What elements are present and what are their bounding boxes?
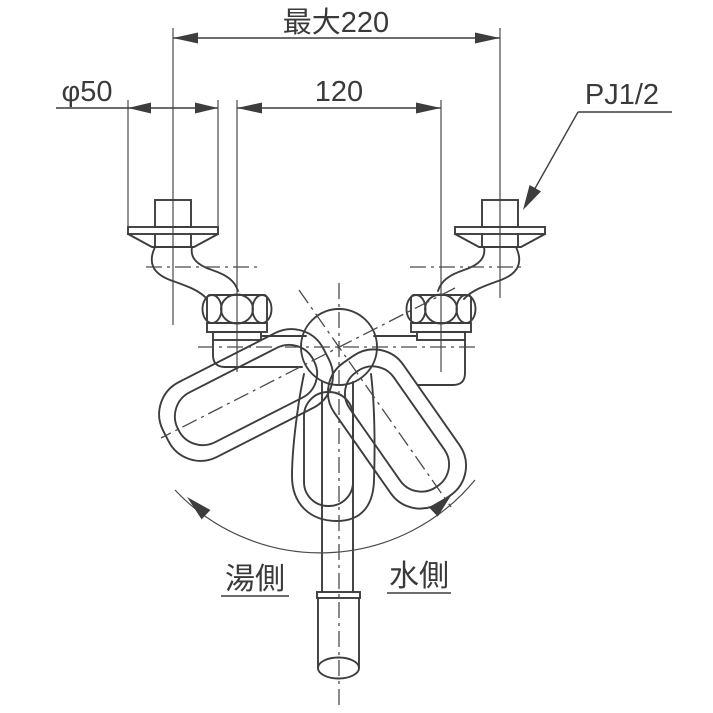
- max-width-label: 最大220: [283, 6, 389, 39]
- dim-arrow-right-icon: [416, 102, 441, 114]
- crank-pipe-left: [150, 246, 239, 300]
- rotation-arc: [174, 479, 476, 554]
- extension-lines: [127, 28, 501, 372]
- dimension-max-width: 最大220: [173, 6, 500, 44]
- inlet-nut-left: [201, 293, 273, 341]
- crank-pipe-right: [437, 246, 521, 300]
- body-arm-right: [373, 335, 466, 386]
- dimension-center-distance: 120: [237, 76, 441, 114]
- dimension-flange-diameter: φ50: [56, 76, 218, 114]
- wall-fitting-right: [454, 199, 546, 248]
- cold-side-label: 水側: [389, 560, 449, 593]
- center-lines: [146, 266, 523, 705]
- flange-diameter-label: φ50: [61, 76, 112, 108]
- dim-arrow-right-icon: [475, 32, 500, 44]
- side-labels: 湯側 水側: [221, 560, 451, 597]
- dim-arrow-left-icon: [237, 102, 262, 114]
- arc-arrow-right-icon: [428, 494, 452, 517]
- hot-side-label: 湯側: [225, 563, 285, 596]
- spout-outlet: [316, 381, 361, 680]
- thread-size-label: PJ1/2: [585, 79, 659, 111]
- dim-arrow-right-icon: [195, 102, 218, 114]
- wall-fitting-left: [127, 199, 219, 248]
- center-distance-label: 120: [315, 76, 363, 108]
- arc-arrow-left-icon: [187, 497, 211, 520]
- dim-arrow-left-icon: [173, 32, 198, 44]
- leader-arrow-icon: [523, 185, 541, 210]
- thread-size-callout: PJ1/2: [523, 79, 672, 210]
- dim-arrow-left-icon: [128, 102, 151, 114]
